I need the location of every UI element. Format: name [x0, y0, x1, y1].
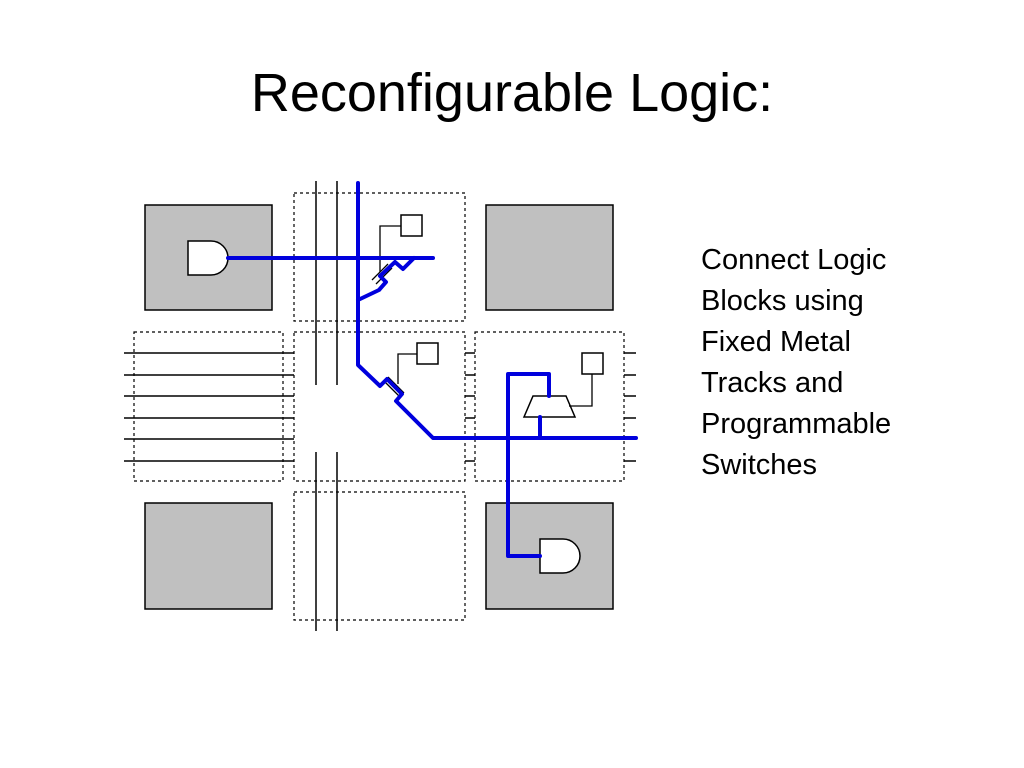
horizontal-metal-tracks-right — [465, 352, 636, 462]
logic-block-top-right — [485, 204, 614, 311]
programmable-switches — [371, 263, 405, 398]
slide-title: Reconfigurable Logic: — [250, 63, 774, 123]
routing-channel-center — [293, 331, 466, 482]
vertical-metal-tracks — [315, 181, 338, 631]
caption-line: Switches — [701, 449, 818, 481]
caption-line: Tracks and — [701, 367, 844, 399]
caption-line: Blocks using — [701, 285, 864, 317]
config-cell-center — [416, 342, 439, 365]
routing-channel-left — [133, 331, 284, 482]
programmed-route — [226, 181, 638, 558]
caption-text: Connect Logic Blocks using Fixed Metal T… — [701, 240, 1001, 486]
routing-channel-bottom — [293, 491, 466, 621]
config-cell-right — [581, 352, 604, 375]
caption-line: Fixed Metal — [701, 326, 851, 358]
and-gate-bottom-right — [539, 538, 581, 574]
config-cell-top — [400, 214, 423, 237]
horizontal-metal-tracks-left — [124, 352, 294, 462]
routing-channel-right — [474, 331, 625, 482]
multiplexer — [522, 395, 577, 418]
caption-line: Connect Logic — [701, 244, 887, 276]
caption-line: Programmable — [701, 408, 892, 440]
and-gate-top-left — [187, 240, 229, 276]
config-memory-cells — [379, 214, 604, 407]
logic-block-bottom-left — [144, 502, 273, 610]
